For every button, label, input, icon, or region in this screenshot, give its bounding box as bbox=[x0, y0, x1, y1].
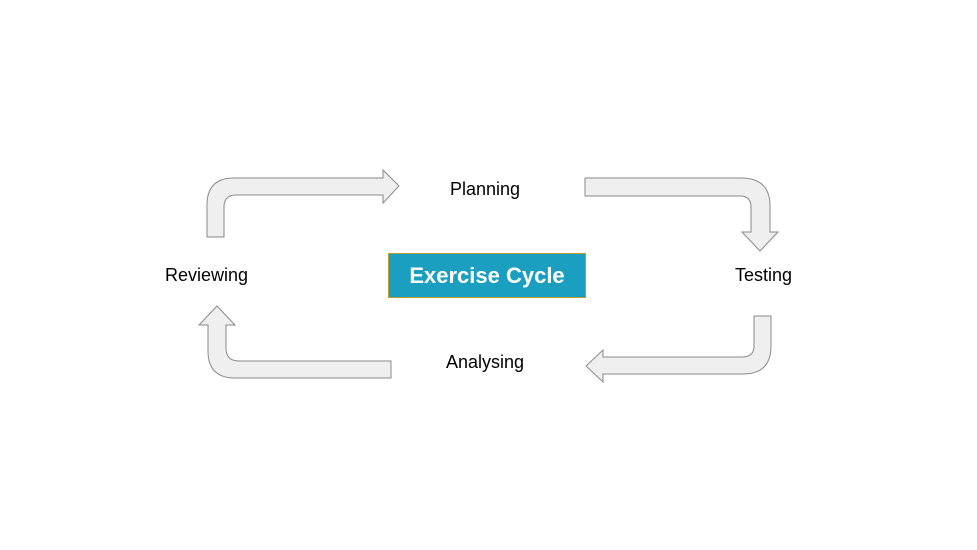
curved-arrow-up-icon bbox=[197, 305, 392, 379]
stage-label-reviewing: Reviewing bbox=[165, 265, 249, 285]
curved-arrow-down-icon bbox=[584, 177, 780, 252]
curved-arrow-left-icon bbox=[585, 315, 772, 384]
center-title: Exercise Cycle bbox=[409, 262, 565, 288]
center-title-box: Exercise Cycle bbox=[388, 253, 586, 298]
stage-label-testing: Testing bbox=[735, 265, 793, 285]
stage-label-planning: Planning bbox=[450, 179, 521, 199]
stage-label-analysing: Analysing bbox=[446, 352, 525, 372]
curved-arrow-right-icon bbox=[206, 168, 400, 238]
